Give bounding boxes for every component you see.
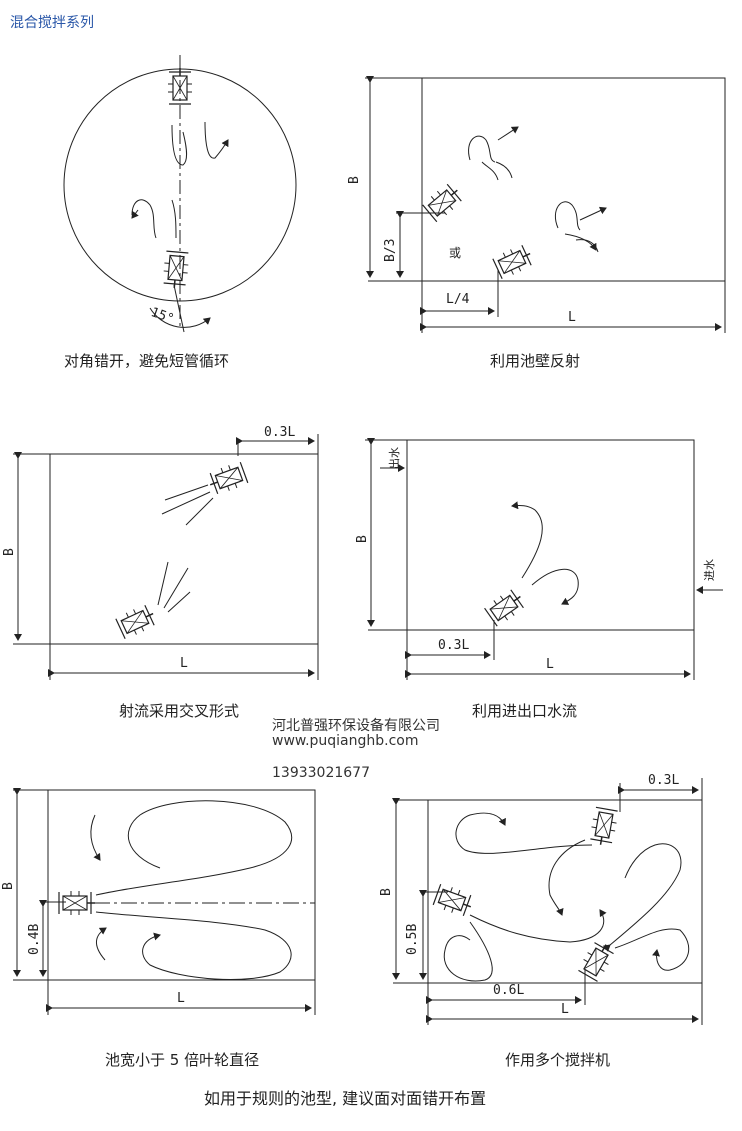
dim-0.3L: 0.3L [438,638,469,653]
dim-L: L [180,656,188,671]
panel-6-diagram [392,778,703,1025]
mixer-icon [205,460,249,497]
mixer-icon [587,806,620,848]
dim-L: L [177,991,185,1006]
panel-1-diagram [63,55,297,333]
dim-0.5B: 0.5B [405,924,420,955]
caption-wall-reflection: 利用池壁反射 [490,352,581,370]
company-phone: 13933021677 [272,765,370,781]
dim-0.3L: 0.3L [264,425,295,440]
dim-L: L [568,310,576,325]
panel-4-diagram [365,438,723,680]
mixer-icon [491,241,536,281]
or-label: 或 [449,246,461,260]
series-title: 混合搅拌系列 [10,15,94,31]
mixer-icon [421,180,466,224]
panel-5-diagram [13,788,316,1015]
dim-B: B [347,176,362,184]
dim-L: L [561,1002,569,1017]
mixer-icon [432,882,476,919]
dim-L: L [546,657,554,672]
mixer-icon [114,601,159,641]
panel-2-diagram [365,76,726,333]
inlet-label: 进水 [703,559,716,581]
mixer-icon [483,585,529,628]
dim-B: B [355,535,370,543]
dim-0.3L: 0.3L [648,773,679,788]
company-website: www.puqianghb.com [272,733,419,749]
company-name: 河北普强环保设备有限公司 [272,718,440,734]
dim-B: B [2,548,17,556]
dim-B: B [379,888,394,896]
mixer-icon [161,250,191,290]
footer-note: 如用于规则的池型, 建议面对面错开布置 [204,1089,487,1108]
outlet-label: 出水 [387,447,401,469]
caption-narrow-tank: 池宽小于 5 倍叶轮直径 [105,1051,260,1069]
caption-multiple-mixers: 作用多个搅拌机 [505,1051,611,1069]
angle-label: 15° [149,305,176,327]
dim-0.4B: 0.4B [27,924,42,955]
caption-inlet-outlet-flow: 利用进出口水流 [472,702,578,720]
dim-B: B [1,882,16,890]
caption-crossing-jets: 射流采用交叉形式 [119,702,240,720]
mixer-icon [58,890,96,916]
dim-B3: B/3 [383,239,398,262]
dim-0.6L: 0.6L [493,983,524,998]
caption-diagonal-offset: 对角错开，避免短管循环 [64,352,230,370]
dim-L4: L/4 [446,292,470,307]
panel-3-diagram [13,434,319,680]
